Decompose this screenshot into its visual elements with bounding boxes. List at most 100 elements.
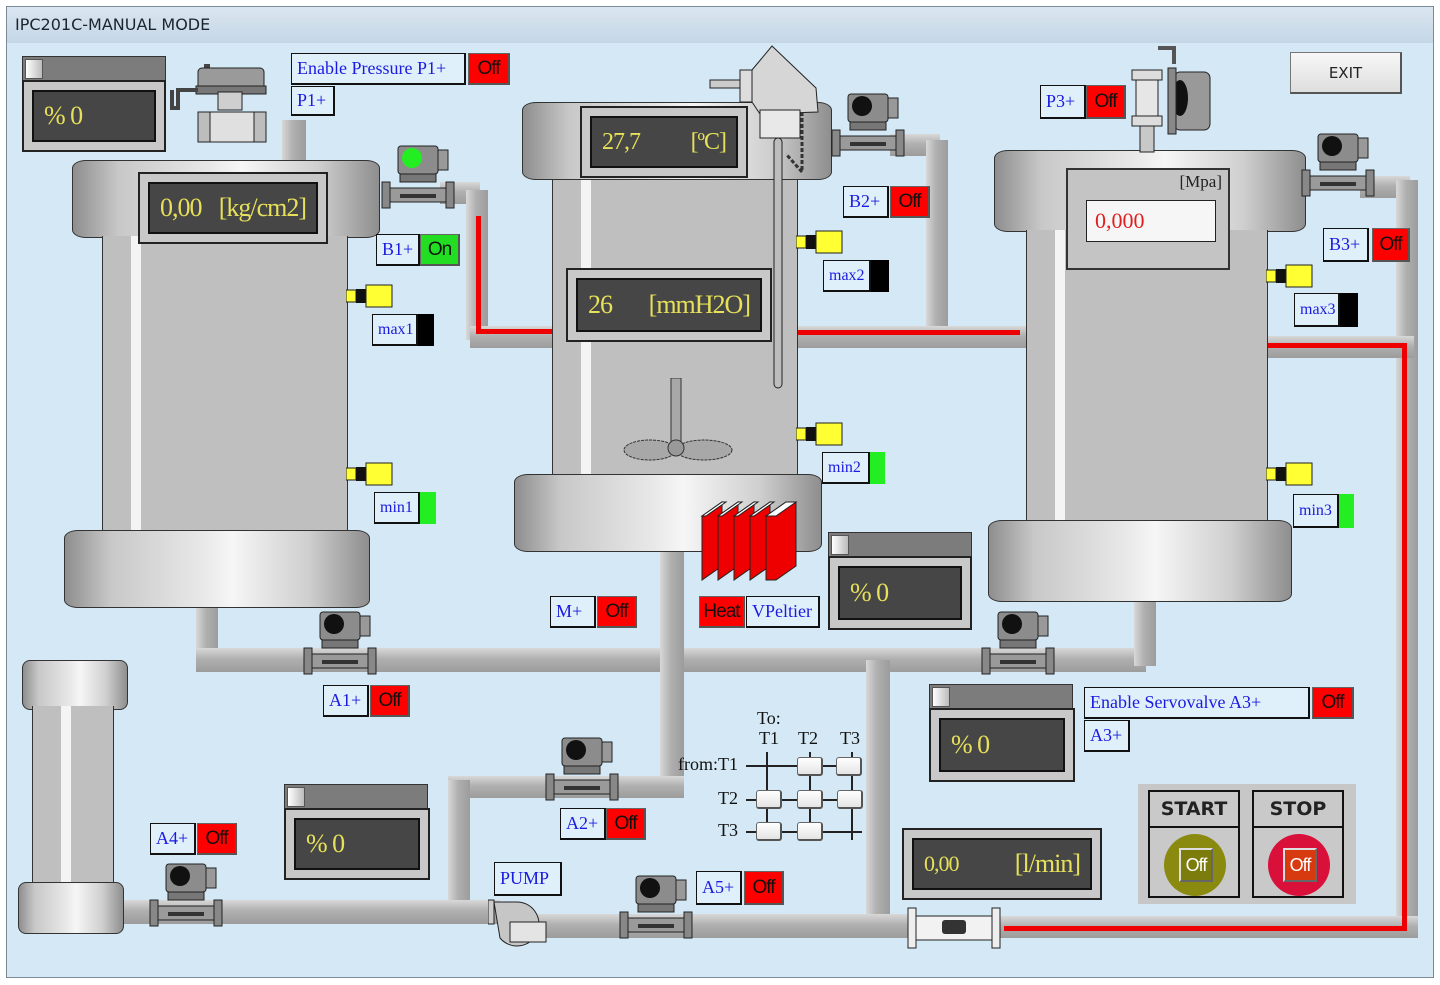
max2-label: max2 — [823, 260, 871, 292]
level-unit: [mmH2O] — [648, 290, 751, 319]
enable-servovalve-a3-label: Enable Servovalve A3+ — [1084, 687, 1310, 719]
tank-1-pressure-display: 0,00 [kg/cm2] — [138, 172, 328, 244]
title-bar: IPC201C-MANUAL MODE — [7, 7, 1433, 43]
start-label: START — [1150, 792, 1238, 828]
max3-label: max3 — [1294, 293, 1340, 327]
p1-percent-value: % 0 — [44, 101, 83, 130]
route-t2-to-t3-button[interactable] — [837, 790, 863, 809]
slider-thumb[interactable] — [287, 787, 305, 807]
pump-slider[interactable] — [284, 784, 428, 810]
mixer-toggle[interactable]: Off — [597, 596, 637, 628]
level-sensor-max2-icon — [796, 230, 843, 254]
flow-display: 0,00[l/min] — [902, 828, 1102, 900]
start-control: START Off — [1148, 790, 1240, 898]
slider-thumb[interactable] — [25, 59, 43, 79]
pipe — [1134, 600, 1156, 666]
b2-toggle[interactable]: Off — [890, 186, 930, 218]
max2-indicator — [871, 260, 889, 292]
tank-3-pressure-value: 0,000 — [1086, 200, 1216, 242]
heat-toggle[interactable]: Heat — [699, 596, 745, 628]
a3-slider[interactable] — [929, 684, 1073, 710]
tank-3-pressure-unit: [Mpa] — [1179, 172, 1222, 191]
p1-label: P1+ — [291, 86, 335, 116]
pipe — [196, 600, 218, 660]
matrix-row-t2: T2 — [718, 788, 738, 808]
route-t1-to-t2-button[interactable] — [797, 757, 823, 776]
tank-2-level-display: 26[mmH2O] — [566, 268, 772, 342]
a4-label: A4+ — [150, 823, 196, 855]
a2-toggle[interactable]: Off — [606, 808, 646, 840]
flow-line — [1004, 926, 1406, 931]
stop-control: STOP Off — [1252, 790, 1344, 898]
temperature-probe-icon — [709, 45, 819, 389]
exit-button[interactable]: EXIT — [1290, 52, 1402, 94]
flow-line — [476, 216, 481, 332]
b1-label: B1+ — [376, 234, 420, 266]
min2-indicator — [870, 452, 885, 484]
flow-line — [476, 329, 554, 334]
peltier-heater-icon — [700, 501, 798, 581]
level-sensor-min3-icon — [1266, 462, 1313, 486]
route-t1-to-t3-button[interactable] — [836, 757, 862, 776]
valve-b1-icon — [381, 145, 455, 209]
flowmeter-icon — [907, 907, 1001, 949]
matrix-col-t1: T1 — [759, 728, 779, 748]
pump-percent-value: % 0 — [306, 829, 345, 858]
p1-slider[interactable] — [22, 56, 166, 82]
flow-line — [794, 330, 1020, 335]
tank-1-body — [102, 236, 348, 532]
start-button[interactable]: Off — [1179, 848, 1213, 882]
a3-label: A3+ — [1084, 720, 1130, 752]
pipe — [530, 914, 910, 938]
a2-label: A2+ — [560, 808, 606, 840]
matrix-from-label: from: — [678, 754, 718, 774]
a1-toggle[interactable]: Off — [370, 685, 410, 717]
stop-label: STOP — [1254, 792, 1342, 828]
tank-2-temperature-display: 27,7 [ºC] — [580, 106, 748, 178]
peltier-slider[interactable] — [828, 532, 972, 558]
slider-thumb[interactable] — [932, 687, 950, 707]
route-t3-to-t2-button[interactable] — [797, 822, 823, 841]
a4-toggle[interactable]: Off — [197, 823, 237, 855]
p1-percent-display: % 0 — [22, 80, 166, 152]
a3-percent-display: % 0 — [929, 708, 1075, 782]
min2-label: min2 — [822, 452, 870, 484]
pump-percent-display: % 0 — [284, 808, 430, 880]
tank-3-pressure-display: [Mpa] 0,000 — [1066, 168, 1230, 270]
enable-pressure-p1-toggle[interactable]: Off — [468, 53, 510, 85]
reservoir-body — [32, 706, 114, 884]
route-t2-to-t1-button[interactable] — [756, 790, 782, 809]
tank-1-pressure-value: 0,00 — [160, 193, 202, 222]
temperature-unit: [ºC] — [690, 128, 727, 155]
level-sensor-min1-icon — [346, 462, 393, 486]
valve-b3-icon — [1301, 133, 1375, 197]
reservoir-top-flange — [22, 660, 128, 710]
stop-button[interactable]: Off — [1283, 848, 1317, 882]
b3-toggle[interactable]: Off — [1372, 228, 1410, 262]
p3-toggle[interactable]: Off — [1086, 85, 1126, 119]
min3-indicator — [1339, 494, 1354, 528]
mixer-icon — [623, 378, 733, 461]
valve-a2-icon — [545, 737, 619, 801]
matrix-col-t3: T3 — [840, 728, 860, 748]
pump-icon — [488, 899, 547, 947]
a5-label: A5+ — [696, 871, 742, 905]
flow-value: 0,00 — [924, 851, 959, 876]
a1-label: A1+ — [323, 685, 369, 717]
matrix-row-t1: T1 — [718, 754, 738, 774]
route-t3-to-t1-button[interactable] — [756, 822, 782, 841]
pipe — [660, 550, 684, 790]
tank-3-body — [1026, 230, 1268, 522]
b1-toggle[interactable]: On — [420, 234, 460, 266]
slider-thumb[interactable] — [831, 535, 849, 555]
enable-servovalve-a3-toggle[interactable]: Off — [1312, 687, 1354, 719]
min1-indicator — [420, 492, 436, 524]
max1-label: max1 — [372, 314, 418, 346]
temperature-value: 27,7 — [602, 128, 641, 155]
stop-lamp: Off — [1268, 834, 1330, 896]
a5-toggle[interactable]: Off — [744, 871, 784, 905]
route-t2-to-t2-button[interactable] — [797, 790, 823, 809]
valve-b2-icon — [831, 93, 905, 157]
tank-1-pressure-unit: [kg/cm2] — [218, 193, 307, 222]
vpeltier-label: VPeltier — [746, 596, 820, 628]
